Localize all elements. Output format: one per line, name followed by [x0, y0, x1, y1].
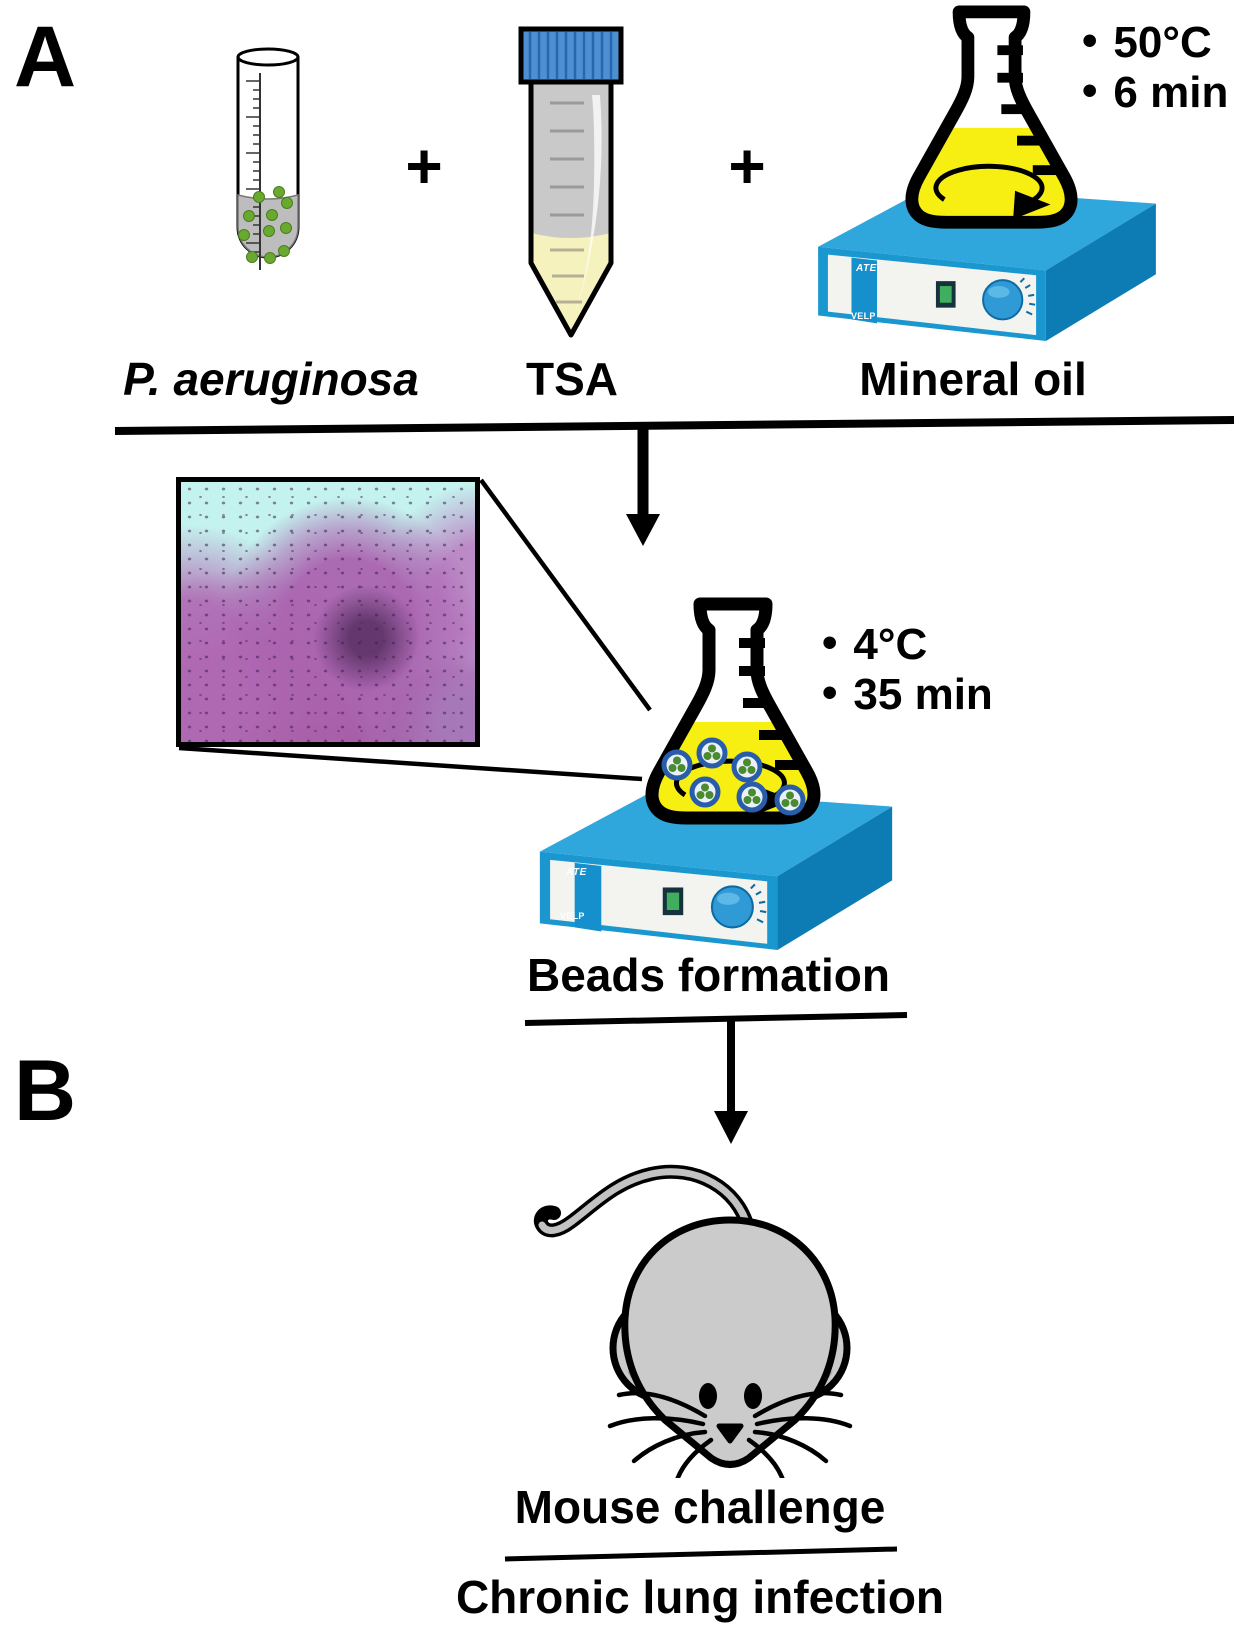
separator-line-beads	[524, 1012, 908, 1026]
bullet-icon: •	[822, 668, 838, 717]
magnify-connector-line-top	[479, 478, 652, 712]
stirrer-brand-label: ATE	[856, 263, 877, 274]
mouse-eye-left	[699, 1383, 717, 1409]
bacteria-label: P. aeruginosa	[123, 353, 419, 405]
mouse-icon	[533, 1164, 853, 1478]
panel-a-label: A	[14, 9, 77, 105]
bacteria-dots	[238, 186, 293, 264]
plus-sign-2: +	[728, 130, 766, 202]
test-tube-icon	[236, 47, 300, 270]
tsa-label: TSA	[526, 353, 618, 405]
magnify-connector-line-bottom	[178, 745, 643, 782]
mouse-nose	[716, 1423, 744, 1444]
erlenmeyer-flask-icon	[903, 4, 1080, 235]
stirrer-logo-label-2: VELP	[560, 911, 585, 921]
solidification-time: • 35 min	[822, 668, 993, 719]
stirrer-brand-label-2: ATE	[566, 867, 587, 878]
emulsification-time: • 6 min	[1082, 66, 1229, 117]
conical-tube-icon	[518, 26, 624, 338]
separator-line-inputs	[114, 416, 1235, 435]
plus-sign-1: +	[405, 130, 443, 202]
mineral-oil-label: Mineral oil	[859, 353, 1087, 405]
chronic-infection-label: Chronic lung infection	[455, 1571, 945, 1623]
panel-b-label: B	[14, 1043, 77, 1139]
mouse-challenge-label: Mouse challenge	[514, 1481, 886, 1533]
emulsification-temp: • 50°C	[1082, 16, 1212, 67]
erlenmeyer-flask-beads-icon	[643, 596, 823, 831]
beads-formation-label: Beads formation	[527, 949, 890, 1001]
bullet-icon: •	[1082, 66, 1098, 115]
bullet-icon: •	[822, 618, 838, 667]
bullet-icon: •	[1082, 16, 1098, 65]
solidification-temp: • 4°C	[822, 618, 928, 669]
flow-arrow-down-icon-2	[714, 1019, 748, 1144]
tube-cap	[518, 26, 624, 85]
separator-line-challenge	[504, 1546, 898, 1562]
bead-micrograph-image	[176, 477, 480, 747]
flow-arrow-down-icon	[626, 425, 660, 546]
stirrer-logo-label: VELP	[851, 311, 876, 321]
mouse-eye-right	[744, 1383, 762, 1409]
agar-beads	[661, 737, 806, 816]
mouse-whiskers	[607, 1390, 853, 1478]
micrograph-speckles	[181, 482, 475, 742]
